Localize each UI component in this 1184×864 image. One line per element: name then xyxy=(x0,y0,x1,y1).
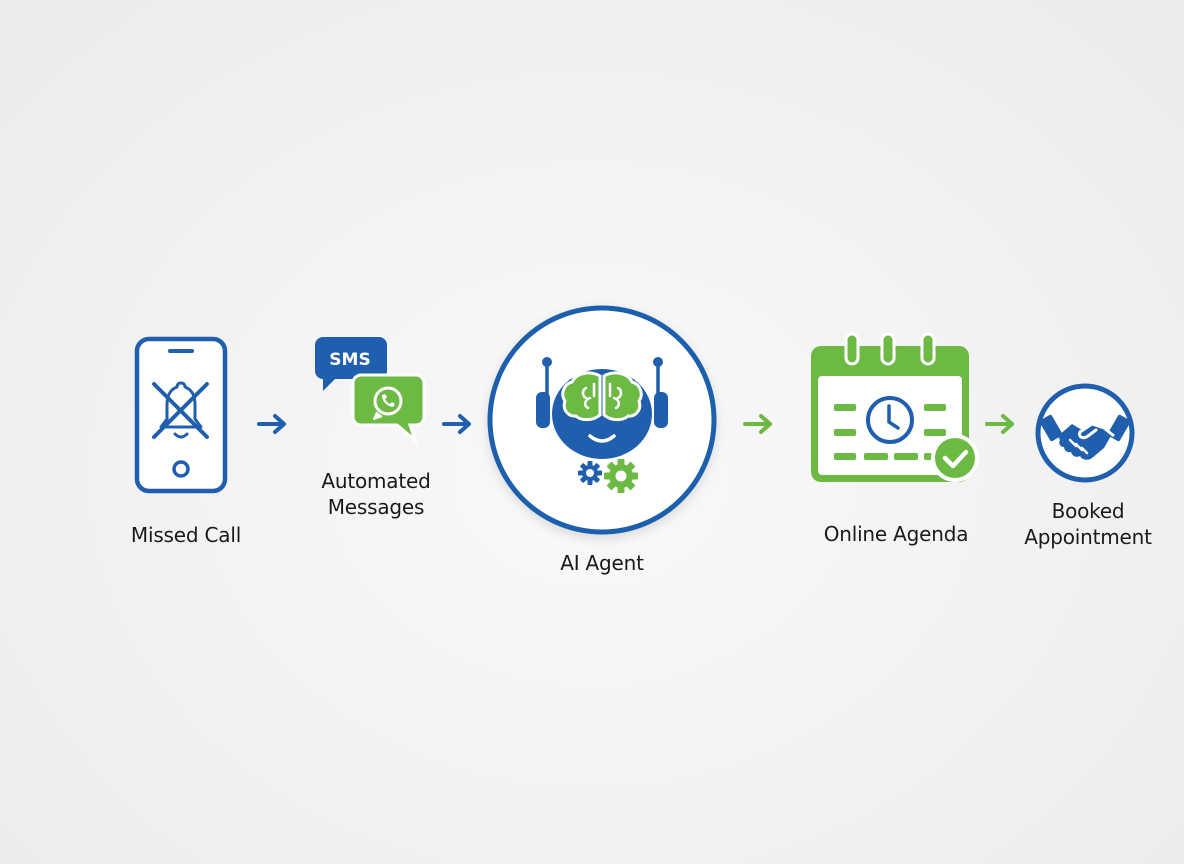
sms-text: SMS xyxy=(329,350,370,370)
phone-muted-bell-icon xyxy=(134,336,228,494)
arrow-right-icon xyxy=(256,412,288,436)
step-online-agenda xyxy=(808,332,980,482)
arrow-right-icon xyxy=(441,412,473,436)
handshake-icon xyxy=(1035,383,1135,483)
arrow-right-icon xyxy=(742,412,774,436)
label-booked-appointment: Booked Appointment xyxy=(1008,498,1168,550)
label-missed-call: Missed Call xyxy=(130,523,242,547)
step-automated-messages: SMS xyxy=(313,337,427,445)
calendar-clock-check-icon xyxy=(811,332,979,482)
step-booked-appointment xyxy=(1034,382,1136,484)
label-automated-messages: Automated Messages xyxy=(296,468,456,520)
label-line: Booked xyxy=(1051,499,1125,523)
arrow-right-icon xyxy=(984,412,1016,436)
label-ai-agent: AI Agent xyxy=(560,551,644,575)
label-line: Appointment xyxy=(1024,525,1152,549)
label-line: Automated xyxy=(321,469,431,493)
step-missed-call xyxy=(134,336,228,494)
label-online-agenda: Online Agenda xyxy=(823,522,969,546)
robot-brain-gears-icon xyxy=(487,305,717,535)
sms-whatsapp-bubbles-icon: SMS xyxy=(315,337,426,445)
label-line: Messages xyxy=(327,495,425,519)
step-ai-agent xyxy=(486,304,718,536)
